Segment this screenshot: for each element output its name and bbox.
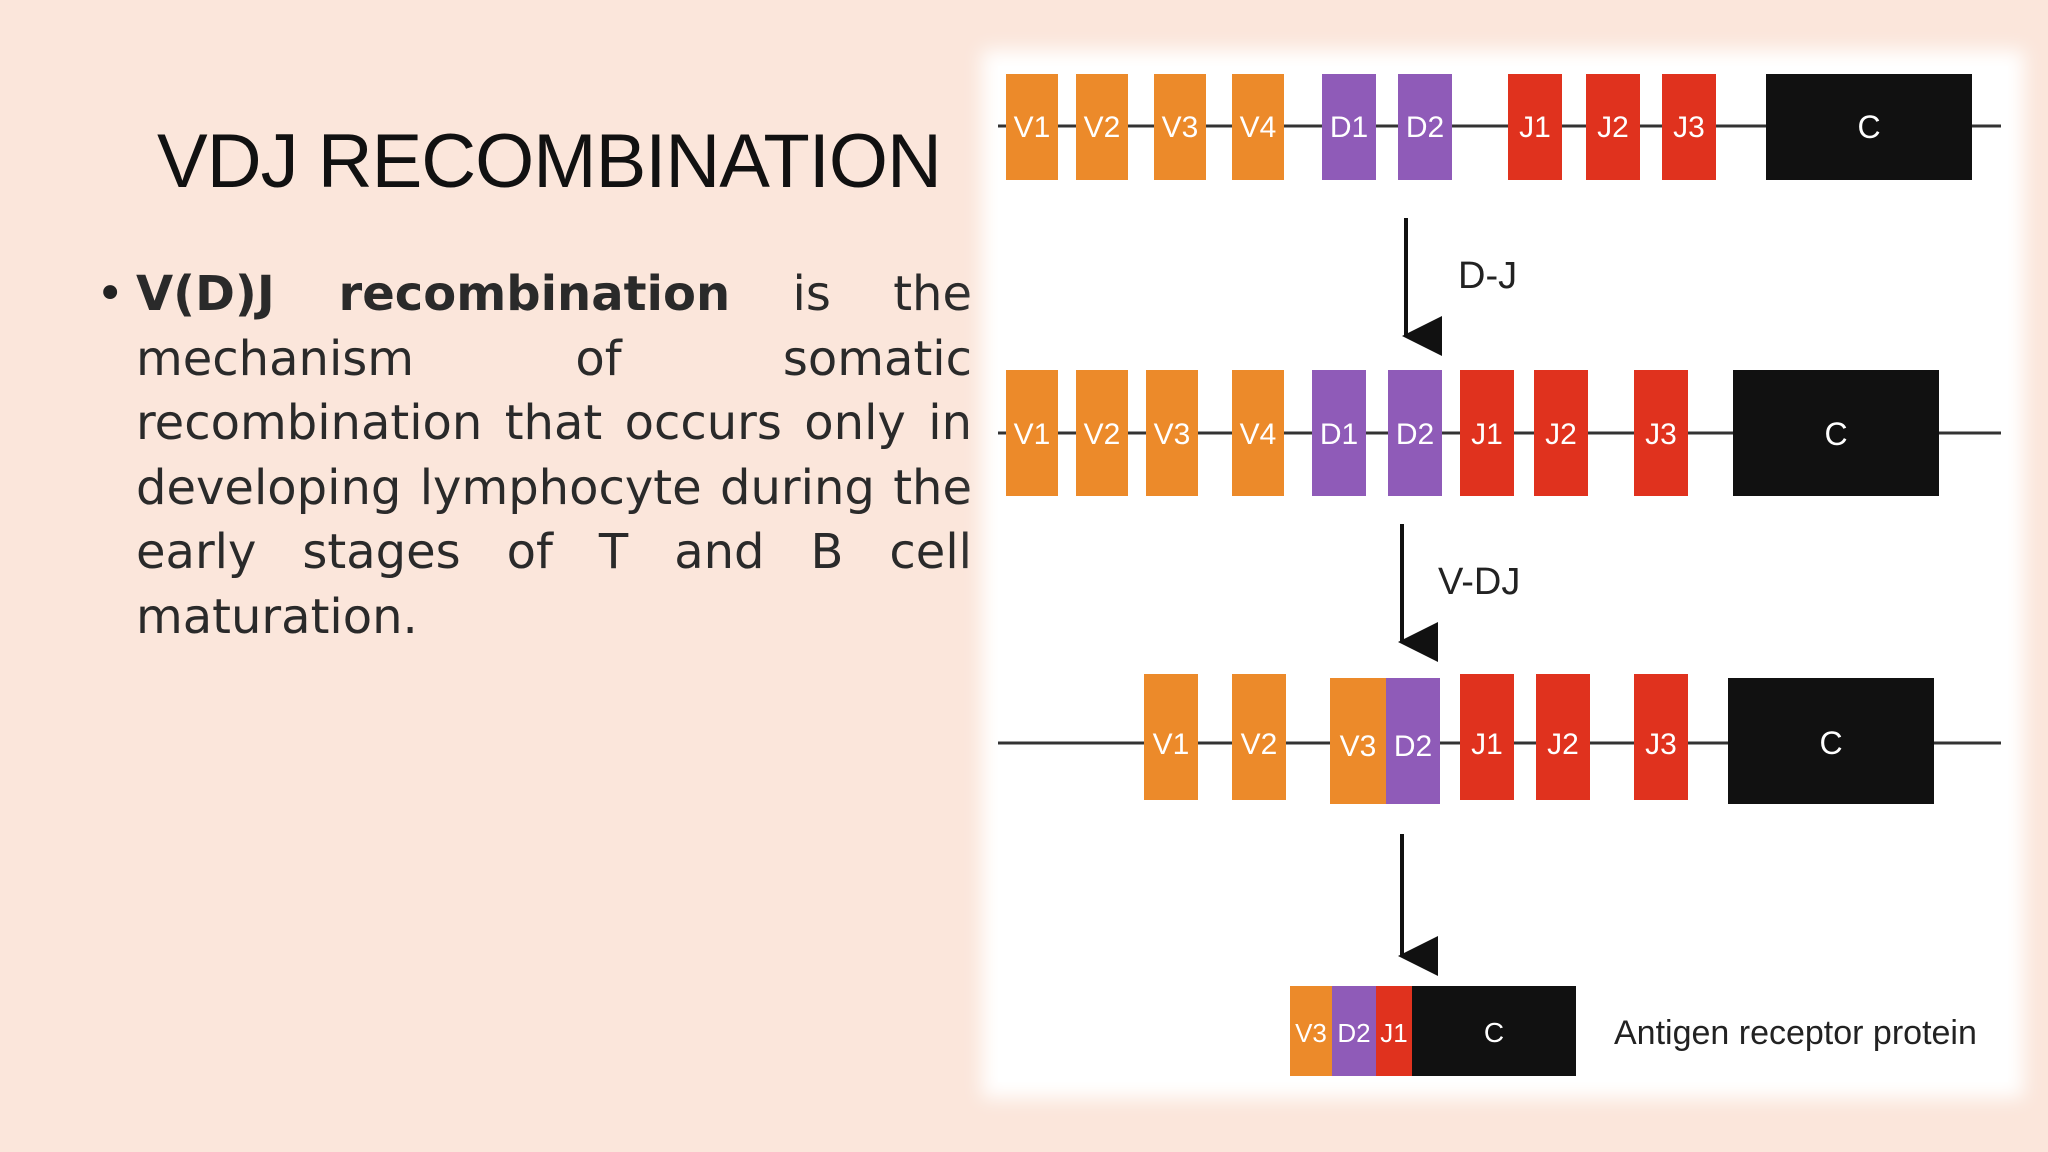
product-label: Antigen receptor protein (1614, 1014, 1977, 1052)
segment-d2: D2 (1398, 74, 1452, 180)
vdj-diagram: V1 V2 V3 V4 D1 D2 J1 J2 J3 C D-J V1 V2 V… (998, 66, 2008, 1082)
svg-text:V1: V1 (1014, 418, 1051, 451)
gene-row-dj-joined: V1 V2 V3 V4 D1 D2 J1 J2 J3 C (998, 370, 2001, 496)
svg-text:C: C (1819, 725, 1842, 761)
step-arrow-vdj: V-DJ (1398, 524, 1520, 662)
svg-text:V2: V2 (1084, 418, 1121, 451)
svg-text:V1: V1 (1014, 111, 1051, 144)
segment-j1: J1 (1508, 74, 1562, 180)
svg-text:V3: V3 (1340, 730, 1377, 763)
segment-v4: V4 (1232, 74, 1284, 180)
svg-text:V4: V4 (1240, 111, 1277, 144)
segment-c: C (1733, 370, 1939, 496)
slide-title: VDJ RECOMBINATION (157, 119, 942, 204)
segment-c: C (1728, 678, 1934, 804)
segment-d1: D1 (1322, 74, 1376, 180)
segment-v4: V4 (1232, 370, 1284, 496)
svg-text:J2: J2 (1597, 111, 1629, 144)
bullet-point: • V(D)J recombination is the mechanism o… (96, 262, 976, 649)
bullet-text: V(D)J recombination is the mechanism of … (136, 262, 972, 649)
svg-text:D2: D2 (1406, 111, 1444, 144)
svg-text:V1: V1 (1153, 728, 1190, 761)
step-label-vdj: V-DJ (1438, 561, 1520, 603)
segment-j2: J2 (1586, 74, 1640, 180)
svg-text:V2: V2 (1084, 111, 1121, 144)
segment-j2: J2 (1534, 370, 1588, 496)
segment-j3: J3 (1662, 74, 1716, 180)
svg-text:C: C (1484, 1017, 1504, 1048)
segment-d1: D1 (1312, 370, 1366, 496)
svg-text:D2: D2 (1337, 1018, 1370, 1048)
segment-d2: D2 (1388, 370, 1442, 496)
segment-j1: J1 (1460, 674, 1514, 800)
segment-v1: V1 (1144, 674, 1198, 800)
svg-text:J3: J3 (1645, 728, 1677, 761)
segment-v3: V3 (1154, 74, 1206, 180)
svg-text:J2: J2 (1545, 418, 1577, 451)
svg-text:J1: J1 (1380, 1018, 1407, 1048)
svg-text:V3: V3 (1154, 418, 1191, 451)
segment-v1: V1 (1006, 370, 1058, 496)
antigen-receptor-product: V3 D2 J1 C Antigen receptor protein (1290, 986, 1977, 1076)
svg-text:J1: J1 (1519, 111, 1551, 144)
segment-j1: J1 (1376, 986, 1412, 1076)
segment-j1: J1 (1460, 370, 1514, 496)
svg-text:D2: D2 (1396, 418, 1434, 451)
segment-c: C (1766, 74, 1972, 180)
svg-text:J3: J3 (1673, 111, 1705, 144)
gene-row-vdj-joined: V1 V2 V3 D2 J1 J2 J3 C (998, 674, 2001, 804)
segment-v2: V2 (1076, 370, 1128, 496)
segment-c: C (1412, 986, 1576, 1076)
svg-text:V3: V3 (1162, 111, 1199, 144)
bullet-marker: • (96, 266, 125, 322)
svg-text:D1: D1 (1320, 418, 1358, 451)
segment-d2: D2 (1332, 986, 1376, 1076)
segment-v3: V3 (1330, 678, 1386, 804)
svg-text:V2: V2 (1241, 728, 1278, 761)
svg-text:V4: V4 (1240, 418, 1277, 451)
bullet-bold-term: V(D)J recombination (136, 266, 731, 322)
svg-text:J1: J1 (1471, 418, 1503, 451)
svg-text:C: C (1824, 416, 1847, 452)
step-arrow-dj: D-J (1402, 218, 1517, 356)
svg-text:J3: J3 (1645, 418, 1677, 451)
segment-j3: J3 (1634, 370, 1688, 496)
segment-j2: J2 (1536, 674, 1590, 800)
segment-j3: J3 (1634, 674, 1688, 800)
svg-text:J2: J2 (1547, 728, 1579, 761)
segment-v2: V2 (1232, 674, 1286, 800)
vdj-diagram-svg: V1 V2 V3 V4 D1 D2 J1 J2 J3 C D-J V1 V2 V… (998, 74, 2001, 1076)
bullet-body: is the mechanism of somatic recombinatio… (136, 266, 972, 645)
segment-v1: V1 (1006, 74, 1058, 180)
svg-text:D1: D1 (1330, 111, 1368, 144)
segment-v3: V3 (1146, 370, 1198, 496)
segment-d2: D2 (1386, 678, 1440, 804)
svg-text:V3: V3 (1295, 1018, 1327, 1048)
svg-text:C: C (1857, 109, 1880, 145)
gene-row-germline: V1 V2 V3 V4 D1 D2 J1 J2 J3 C (998, 74, 2001, 180)
segment-v3: V3 (1290, 986, 1332, 1076)
svg-text:J1: J1 (1471, 728, 1503, 761)
segment-v2: V2 (1076, 74, 1128, 180)
step-label-dj: D-J (1458, 255, 1517, 297)
svg-text:D2: D2 (1394, 730, 1432, 763)
